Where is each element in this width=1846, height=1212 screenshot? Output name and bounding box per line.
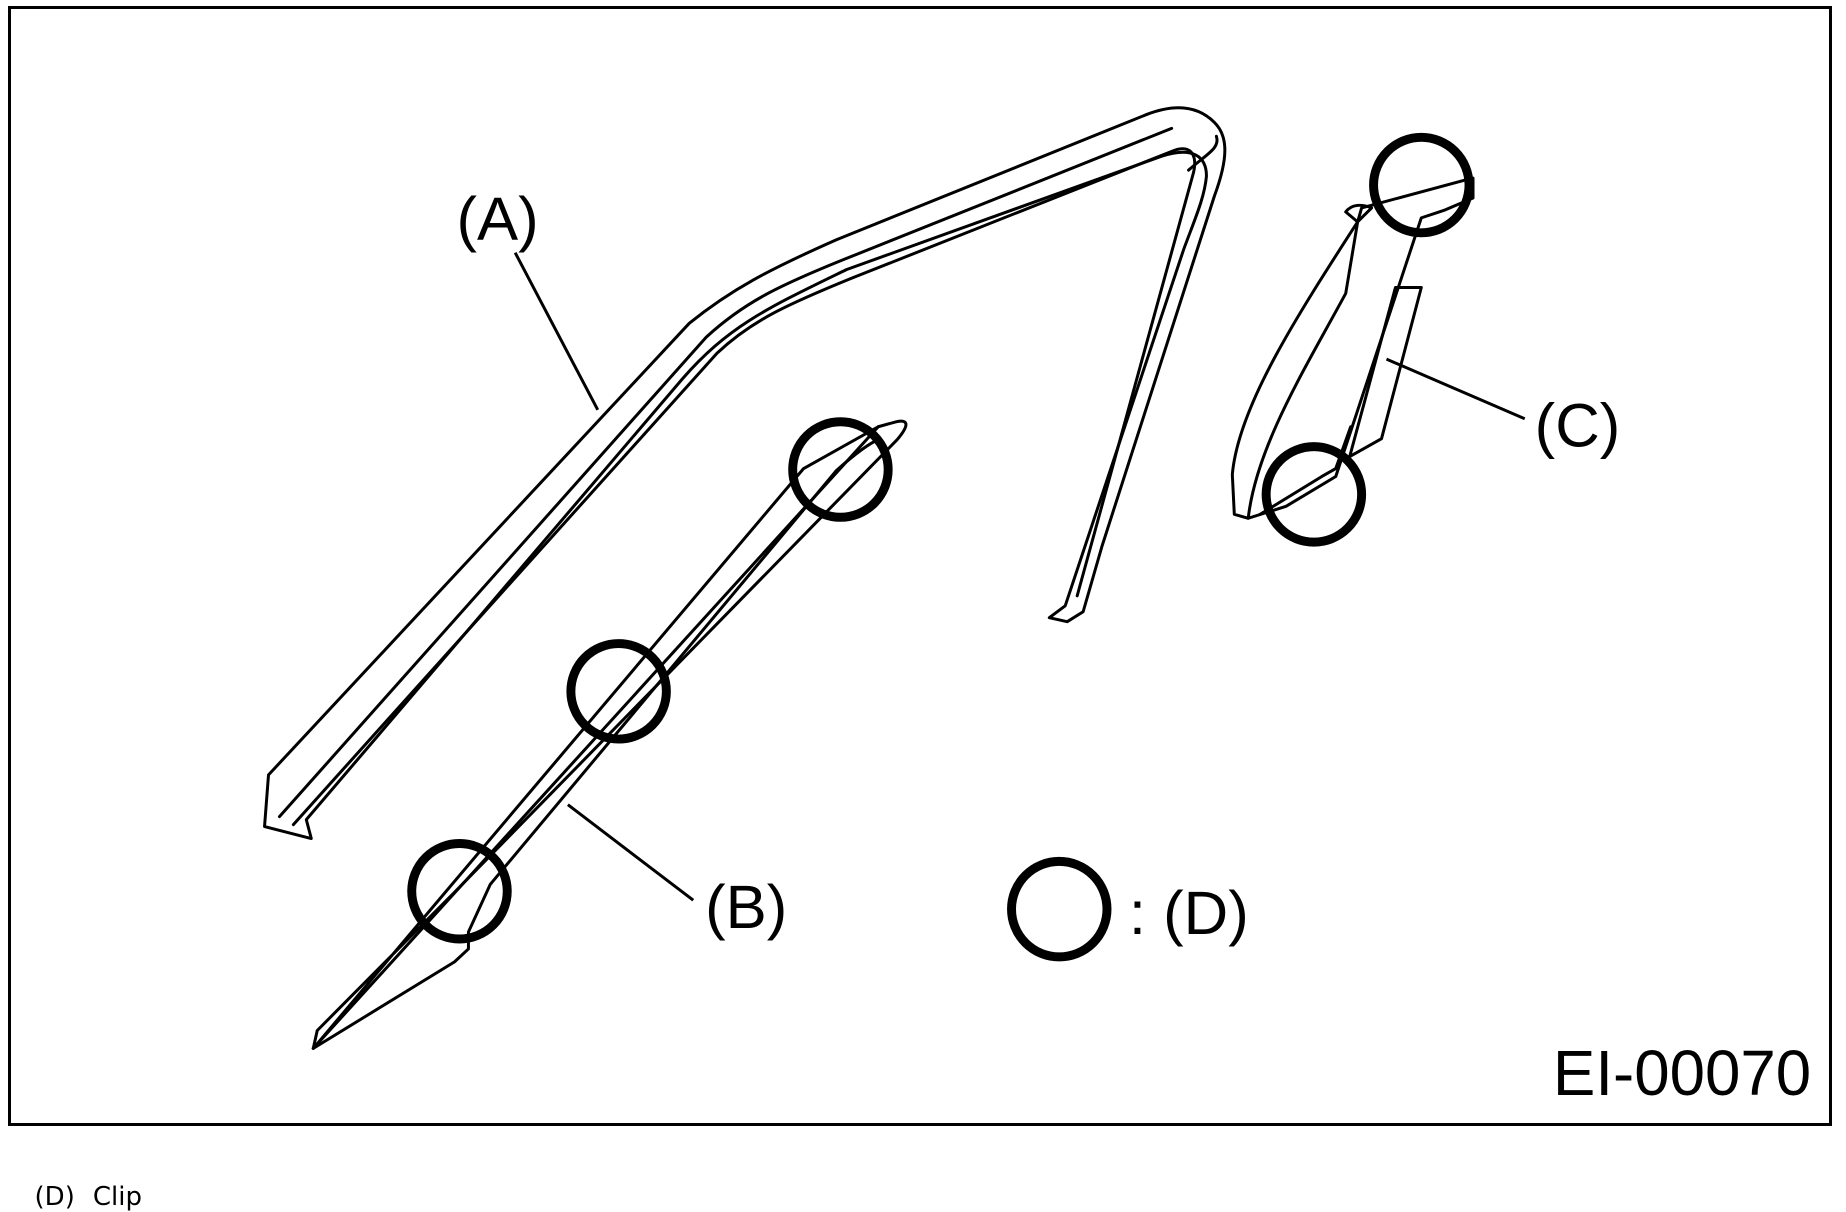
figure-id-label: EI-00070 <box>1553 1038 1811 1109</box>
clip-ring-b-middle <box>566 639 671 744</box>
parts-diagram: (A) (B) (C) : (D) EI-00070 <box>263 106 1811 1109</box>
leader-line-c <box>1385 357 1526 421</box>
clip-legend-label: : (D) <box>1129 879 1249 948</box>
legend-text: Clip <box>92 1182 142 1212</box>
callout-a: (A) <box>456 185 538 254</box>
legend-key: (D) <box>34 1182 75 1212</box>
callout-c: (C) <box>1535 392 1621 461</box>
clip-legend-symbol <box>1007 856 1112 962</box>
callout-b: (B) <box>705 873 787 942</box>
figure-frame: (A) (B) (C) : (D) EI-00070 <box>8 6 1832 1126</box>
leader-line-b <box>566 803 695 902</box>
leader-line-a <box>513 251 600 411</box>
clip-ring-c-top <box>1369 132 1474 238</box>
part-a-molding <box>263 106 1227 841</box>
clip-ring-b-bottom <box>407 839 512 944</box>
part-c-bracket <box>1230 176 1475 520</box>
clip-ring-c-bottom <box>1261 442 1367 547</box>
legend-caption: (D) Clip <box>18 1152 142 1212</box>
clip-ring-b-top <box>788 417 893 522</box>
